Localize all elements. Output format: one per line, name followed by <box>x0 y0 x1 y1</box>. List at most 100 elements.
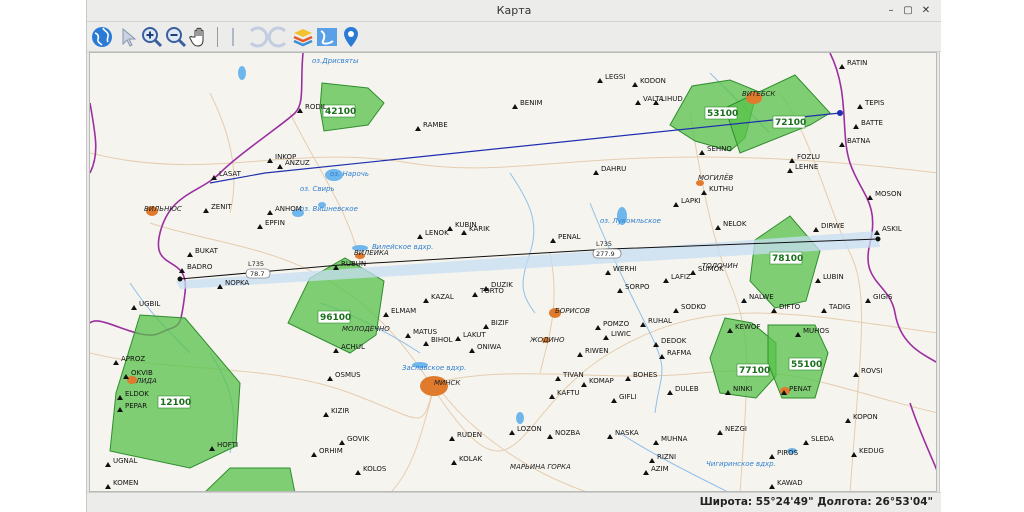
waypoint-marker[interactable] <box>781 390 787 395</box>
waypoint-marker[interactable] <box>555 376 561 381</box>
waypoint-marker[interactable] <box>451 460 457 465</box>
waypoint-marker[interactable] <box>187 252 193 257</box>
waypoint-marker[interactable] <box>483 286 489 291</box>
waypoint-marker[interactable] <box>865 298 871 303</box>
waypoint-marker[interactable] <box>577 352 583 357</box>
waypoint-marker[interactable] <box>455 336 461 341</box>
waypoint-marker[interactable] <box>472 292 478 297</box>
waypoint-marker[interactable] <box>653 342 659 347</box>
waypoint-marker[interactable] <box>867 195 873 200</box>
zoom-out-icon[interactable] <box>164 25 188 49</box>
waypoint-marker[interactable] <box>653 440 659 445</box>
waypoint-marker[interactable] <box>105 462 111 467</box>
waypoint-marker[interactable] <box>179 268 185 273</box>
waypoint-marker[interactable] <box>701 190 707 195</box>
waypoint-marker[interactable] <box>632 82 638 87</box>
waypoint-marker[interactable] <box>105 484 111 489</box>
waypoint-marker[interactable] <box>333 265 339 270</box>
waypoint-marker[interactable] <box>625 376 631 381</box>
globe-icon[interactable] <box>90 25 114 49</box>
waypoint-marker[interactable] <box>211 175 217 180</box>
waypoint-marker[interactable] <box>813 227 819 232</box>
waypoint-marker[interactable] <box>717 430 723 435</box>
waypoint-marker[interactable] <box>857 104 863 109</box>
waypoint-marker[interactable] <box>267 210 273 215</box>
waypoint-marker[interactable] <box>845 418 851 423</box>
waypoint-marker[interactable] <box>667 390 673 395</box>
waypoint-marker[interactable] <box>512 104 518 109</box>
waypoint-marker[interactable] <box>611 398 617 403</box>
waypoint-marker[interactable] <box>659 354 665 359</box>
ruler-icon[interactable] <box>221 25 245 49</box>
waypoint-marker[interactable] <box>874 230 880 235</box>
waypoint-marker[interactable] <box>640 322 646 327</box>
waypoint-marker[interactable] <box>203 208 209 213</box>
maximize-button[interactable]: ▢ <box>903 5 913 16</box>
waypoint-marker[interactable] <box>727 328 733 333</box>
waypoint-marker[interactable] <box>789 158 795 163</box>
waypoint-marker[interactable] <box>725 390 731 395</box>
waypoint-marker[interactable] <box>267 158 273 163</box>
waypoint-marker[interactable] <box>461 230 467 235</box>
waypoint-marker[interactable] <box>550 238 556 243</box>
waypoint-marker[interactable] <box>117 395 123 400</box>
waypoint-marker[interactable] <box>469 348 475 353</box>
layers-icon[interactable] <box>291 25 315 49</box>
map-icon[interactable] <box>315 25 339 49</box>
waypoint-marker[interactable] <box>839 142 845 147</box>
waypoint-marker[interactable] <box>333 348 339 353</box>
waypoint-marker[interactable] <box>851 452 857 457</box>
waypoint-marker[interactable] <box>715 225 721 230</box>
waypoint-marker[interactable] <box>649 458 655 463</box>
waypoint-marker[interactable] <box>839 64 845 69</box>
waypoint-marker[interactable] <box>547 434 553 439</box>
waypoint-marker[interactable] <box>415 126 421 131</box>
waypoint-marker[interactable] <box>787 168 793 173</box>
waypoint-marker[interactable] <box>853 372 859 377</box>
waypoint-marker[interactable] <box>769 454 775 459</box>
close-button[interactable]: ✕ <box>921 5 931 16</box>
waypoint-marker[interactable] <box>815 278 821 283</box>
waypoint-marker[interactable] <box>769 484 775 489</box>
waypoint-marker[interactable] <box>581 382 587 387</box>
zoom-in-icon[interactable] <box>140 25 164 49</box>
waypoint-marker[interactable] <box>741 298 747 303</box>
waypoint-marker[interactable] <box>113 360 119 365</box>
waypoint-marker[interactable] <box>653 100 659 105</box>
waypoint-marker[interactable] <box>297 108 303 113</box>
waypoint-marker[interactable] <box>423 341 429 346</box>
waypoint-marker[interactable] <box>209 446 215 451</box>
waypoint-marker[interactable] <box>673 308 679 313</box>
undo-icon[interactable] <box>245 25 269 49</box>
location-pin-icon[interactable] <box>339 25 363 49</box>
waypoint-marker[interactable] <box>597 78 603 83</box>
waypoint-marker[interactable] <box>449 436 455 441</box>
map-view[interactable]: L735 78.7 L735 277.9 42100 53100 72100 7… <box>89 52 937 492</box>
minimize-button[interactable]: – <box>888 5 894 16</box>
waypoint-marker[interactable] <box>417 234 423 239</box>
waypoint-marker[interactable] <box>117 407 123 412</box>
waypoint-marker[interactable] <box>603 335 609 340</box>
waypoint-marker[interactable] <box>405 333 411 338</box>
waypoint-marker[interactable] <box>771 308 777 313</box>
waypoint-marker[interactable] <box>821 308 827 313</box>
waypoint-marker[interactable] <box>257 224 263 229</box>
waypoint-marker[interactable] <box>423 298 429 303</box>
pan-hand-icon[interactable] <box>188 25 212 49</box>
waypoint-marker[interactable] <box>643 470 649 475</box>
map-canvas[interactable]: L735 78.7 L735 277.9 42100 53100 72100 7… <box>90 53 937 492</box>
waypoint-marker[interactable] <box>311 452 317 457</box>
waypoint-marker[interactable] <box>339 440 345 445</box>
waypoint-marker[interactable] <box>323 412 329 417</box>
waypoint-marker[interactable] <box>217 284 223 289</box>
waypoint-marker[interactable] <box>277 164 283 169</box>
waypoint-marker[interactable] <box>123 374 129 379</box>
waypoint-marker[interactable] <box>699 150 705 155</box>
redo-icon[interactable] <box>267 25 291 49</box>
waypoint-marker[interactable] <box>690 270 696 275</box>
waypoint-marker[interactable] <box>509 430 515 435</box>
waypoint-marker[interactable] <box>131 305 137 310</box>
waypoint-marker[interactable] <box>483 324 489 329</box>
waypoint-marker[interactable] <box>607 434 613 439</box>
waypoint-marker[interactable] <box>383 312 389 317</box>
